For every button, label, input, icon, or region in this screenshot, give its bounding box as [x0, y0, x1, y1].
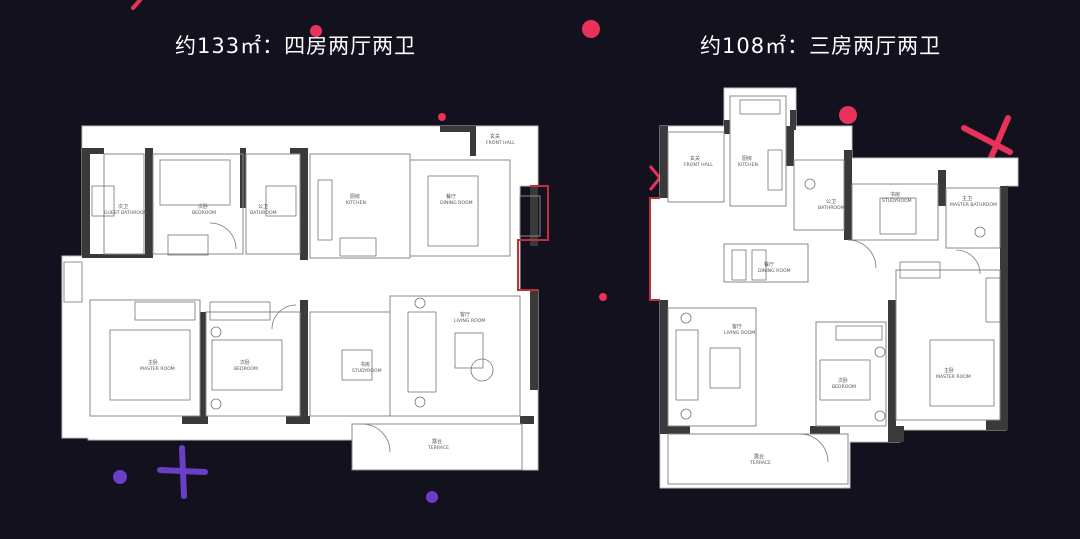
label-r-terrace-cn: 露台 [754, 453, 764, 460]
label-r-master-bath-en: MASTER BATHROOM [950, 202, 997, 208]
label-kitchen-en: KITCHEN [346, 200, 366, 206]
label-master-en: MASTER ROOM [140, 366, 175, 372]
label-study-cn: 书房 [360, 361, 370, 368]
decor-dot [582, 20, 600, 38]
label-r-front-hall-cn: 玄关 [690, 155, 700, 162]
label-r-bed-cn: 次卧 [838, 377, 848, 384]
label-terrace-en: TERRACE [427, 445, 449, 451]
label-bed1-en: BEDROOM [192, 210, 216, 216]
label-living-cn: 客厅 [460, 311, 470, 318]
label-dining-cn: 餐厅 [446, 193, 456, 200]
label-master-cn: 主卧 [148, 359, 158, 366]
left-window-highlight [517, 185, 549, 291]
label-r-terrace-en: TERRACE [749, 460, 771, 466]
label-r-master-bath-cn: 主卫 [962, 195, 972, 202]
decor-cross-icon [961, 115, 1013, 163]
decor-chevron-icon [648, 165, 662, 191]
right-room-labels: 玄关 FRONT HALL 厨房 KITCHEN 公卫 BATHROOM 书房 … [684, 155, 997, 466]
label-r-living-cn: 客厅 [732, 323, 742, 330]
label-r-living-en: LIVING ROOM [724, 330, 755, 336]
label-bed1-cn: 次卧 [198, 203, 208, 210]
label-study-en: STUDYROOM [352, 368, 382, 374]
label-dining-en: DINING ROOM [440, 200, 473, 206]
label-living-en: LIVING ROOM [454, 318, 485, 324]
decor-dot [113, 470, 127, 484]
label-bed2-en: BEDROOM [234, 366, 258, 372]
decor-dot [839, 106, 857, 124]
label-r-dining-en: DINING ROOM [758, 268, 791, 274]
label-front-hall-en: FRONT HALL [486, 140, 515, 146]
label-r-dining-cn: 餐厅 [764, 261, 774, 268]
label-r-kitchen-en: KITCHEN [738, 162, 758, 168]
right-floor-plan: 玄关 FRONT HALL 厨房 KITCHEN 公卫 BATHROOM 书房 … [649, 87, 1019, 489]
label-r-study-en: STUDYROOM [882, 198, 912, 204]
decor-dot [599, 293, 607, 301]
label-r-bath-en: BATHROOM [818, 205, 845, 211]
label-r-master-cn: 主卧 [944, 367, 954, 374]
decor-cross-icon [157, 445, 208, 499]
label-r-bath-cn: 公卫 [826, 199, 836, 205]
left-room-labels: 次卫 GUEST BATHROOM 次卧 BEDROOM 公卫 BATHROOM… [104, 133, 515, 451]
right-window-highlight [649, 197, 660, 301]
label-terrace-cn: 露台 [432, 438, 442, 445]
decor-dash [131, 0, 142, 10]
label-r-bed-en: BEDROOM [832, 384, 856, 390]
left-plan-title: 约133㎡：四房两厅两卫 [175, 34, 417, 58]
decor-dot [426, 491, 438, 503]
label-guest-bath-cn: 次卫 [118, 203, 128, 210]
label-bath-en: BATHROOM [250, 210, 277, 216]
label-bath-cn: 公卫 [258, 204, 268, 210]
label-bed2-cn: 次卧 [240, 359, 250, 366]
label-guest-bath-en: GUEST BATHROOM [104, 210, 148, 216]
right-plan-title: 约108㎡：三房两厅两卫 [700, 34, 942, 58]
label-r-master-en: MASTER ROOM [936, 374, 971, 380]
label-front-hall-cn: 玄关 [490, 133, 500, 140]
label-kitchen-cn: 厨房 [350, 193, 360, 200]
decor-dot [438, 113, 446, 121]
label-r-kitchen-cn: 厨房 [742, 155, 752, 162]
label-r-front-hall-en: FRONT HALL [684, 162, 713, 168]
decor-dot [310, 25, 322, 37]
label-r-study-cn: 书房 [890, 191, 900, 198]
left-floor-plan: 次卫 GUEST BATHROOM 次卧 BEDROOM 公卫 BATHROOM… [61, 125, 549, 471]
decorations [113, 0, 1013, 503]
